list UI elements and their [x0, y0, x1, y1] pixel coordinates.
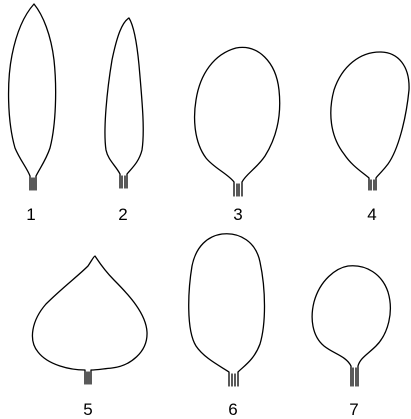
leaf-6: 6 [189, 234, 265, 419]
leaf-7-outline [312, 266, 390, 386]
leaf-3-number: 3 [233, 205, 242, 224]
leaf-6-number: 6 [228, 400, 237, 419]
leaf-7-midrib [353, 368, 356, 386]
leaf-7-number: 7 [349, 400, 358, 419]
leaf-5-outline [32, 256, 147, 384]
leaf-4-outline [331, 52, 409, 190]
leaf-4: 4 [331, 52, 409, 224]
leaf-1-outline [9, 4, 56, 190]
leaf-2: 2 [105, 18, 143, 224]
leaf-6-outline [189, 234, 265, 386]
leaf-4-number: 4 [367, 205, 376, 224]
leaf-4-midrib [371, 180, 374, 190]
leaf-5-midrib [87, 372, 89, 384]
leaf-1: 1 [9, 4, 56, 224]
leaf-2-outline [105, 18, 143, 188]
leaf-3-midrib [237, 184, 239, 196]
leaf-2-midrib [122, 176, 125, 188]
leaf-5-number: 5 [83, 400, 92, 419]
leaf-2-number: 2 [118, 205, 127, 224]
leaf-3: 3 [195, 47, 280, 224]
leaf-6-midrib [232, 374, 235, 386]
leaf-5: 5 [32, 256, 147, 419]
leaf-7: 7 [312, 266, 390, 419]
leaf-1-midrib [32, 178, 34, 190]
leaf-3-outline [195, 47, 280, 196]
leaf-1-number: 1 [26, 205, 35, 224]
